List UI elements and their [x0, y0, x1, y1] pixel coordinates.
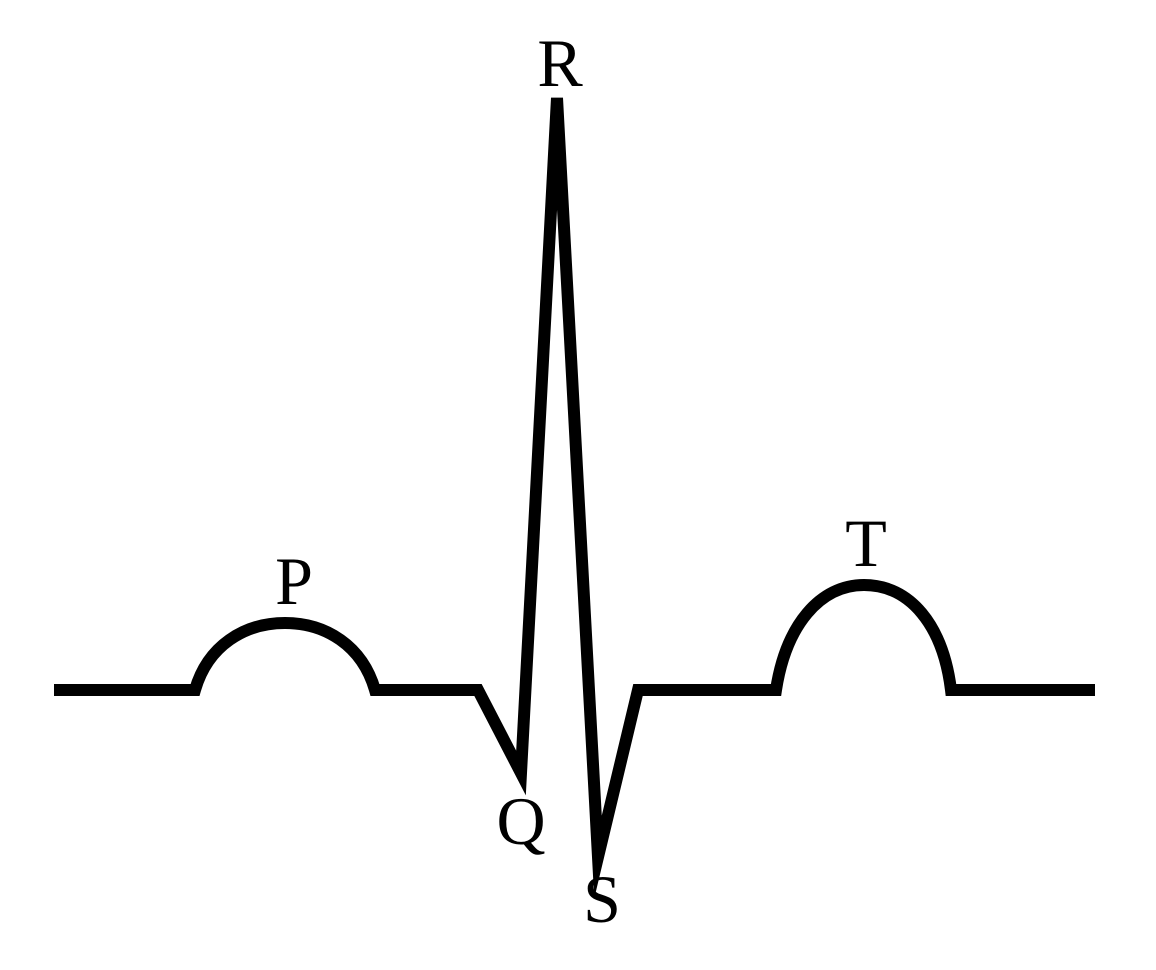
label-p-wave: P: [275, 543, 313, 619]
label-s-wave: S: [583, 861, 621, 937]
label-r-wave: R: [537, 25, 583, 101]
label-t-wave: T: [845, 505, 887, 581]
ecg-trace-line: [54, 97, 1095, 899]
label-q-wave: Q: [496, 783, 545, 859]
